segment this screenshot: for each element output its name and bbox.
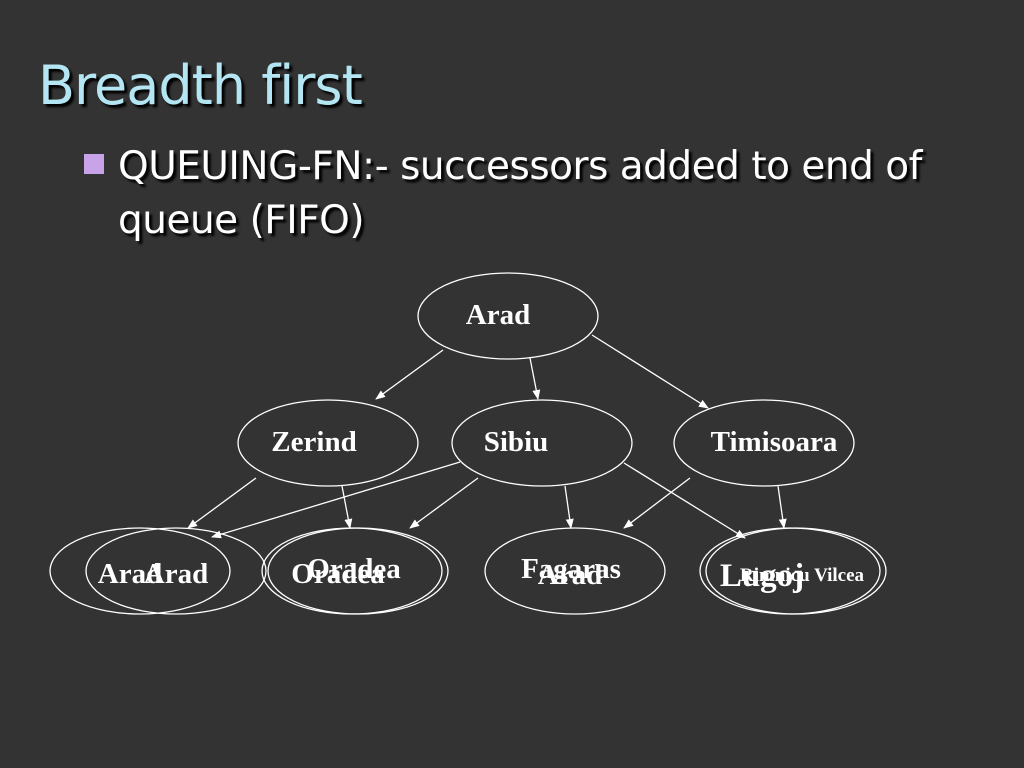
node-label: Zerind	[271, 426, 356, 458]
node-label-rimnicu-vilcea: Rimnicu Vilcea	[740, 565, 865, 586]
node-pair-fagaras-arad: Fagaras Arad	[484, 527, 666, 615]
node-label: Sibiu	[484, 426, 549, 458]
node-pair-oradea-oradea: Oradea Oradea	[261, 527, 449, 615]
node-sibiu: Sibiu	[451, 399, 633, 487]
node-timisoara: Timisoara	[673, 399, 855, 487]
node-pair-arad-arad: Arad Arad	[49, 527, 267, 615]
node-label: Arad	[466, 299, 530, 331]
edge-arad-sibiu	[529, 357, 541, 400]
node-ellipse	[451, 399, 633, 487]
node-ellipse	[705, 527, 887, 615]
node-label-lugoj: Lugoj	[720, 558, 804, 594]
edge-arad-zerind	[375, 349, 444, 400]
node-label-oradea-from-sibiu: Oradea	[307, 553, 401, 585]
node-ellipse	[484, 527, 666, 615]
node-label: Timisoara	[711, 426, 838, 458]
edge-timisoara-arad	[623, 477, 691, 529]
edge-sibiu-rimnicu	[623, 462, 746, 539]
edge-sibiu-oradea	[409, 477, 479, 529]
node-zerind: Zerind	[237, 399, 419, 487]
bullet-text: QUEUING-FN:- successors added to end of …	[118, 144, 922, 243]
tree-edges	[187, 334, 787, 539]
node-ellipse	[49, 527, 231, 615]
node-ellipse	[85, 527, 267, 615]
slide-title: Breadth first	[38, 54, 363, 117]
edge-zerind-arad	[187, 477, 257, 529]
node-arad-root: Arad	[417, 272, 599, 360]
node-label-arad-from-sibiu: Arad	[144, 558, 208, 590]
node-label-fagaras: Fagaras	[521, 553, 621, 585]
edge-arad-timisoara	[591, 334, 709, 409]
edge-timisoara-lugoj	[777, 485, 787, 529]
node-label-oradea-from-zerind: Oradea	[291, 558, 385, 590]
edge-zerind-oradea	[341, 485, 353, 529]
bullet-marker-icon	[84, 154, 104, 174]
node-ellipse	[237, 399, 419, 487]
edge-sibiu-arad	[211, 461, 461, 539]
node-label-arad-from-zerind: Arad	[98, 558, 162, 590]
edge-sibiu-fagaras	[564, 485, 574, 529]
node-ellipse	[673, 399, 855, 487]
node-pair-lugoj-rimnicu: Lugoj Rimnicu Vilcea	[699, 527, 887, 615]
node-label-arad-from-timisoara: Arad	[538, 559, 602, 591]
node-ellipse	[417, 272, 599, 360]
node-ellipse	[267, 527, 449, 615]
